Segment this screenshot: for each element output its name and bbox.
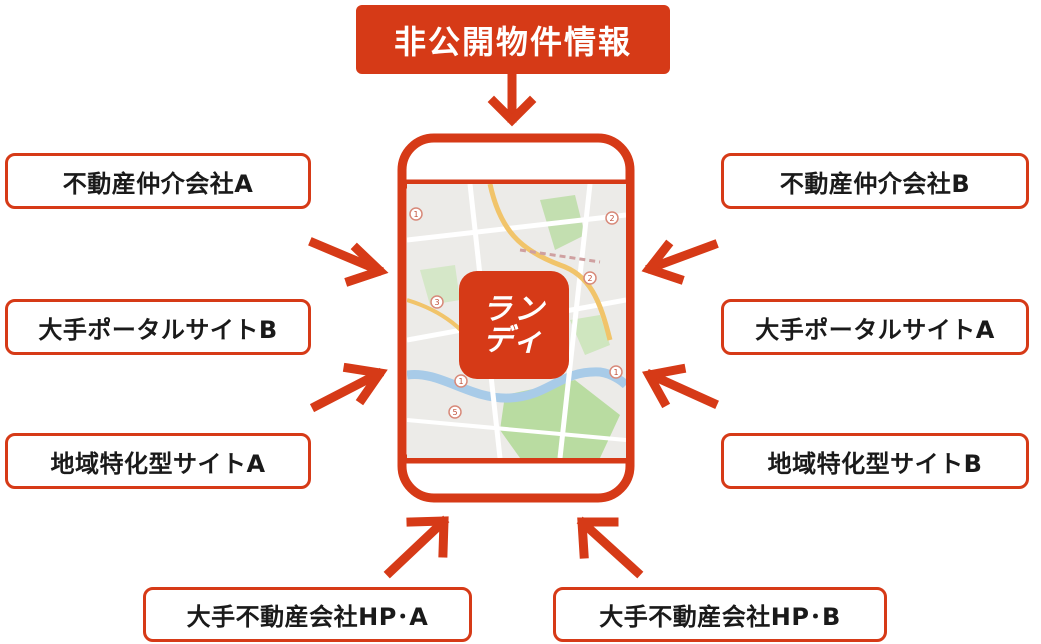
app-icon-text-line1: ラン [482, 291, 546, 327]
arrow-down-from-banner [487, 69, 537, 127]
source-label: 不動産仲介会社B [779, 169, 971, 198]
source-label: 地域特化型サイトA [50, 449, 266, 478]
arrow-bottom-left [383, 515, 450, 579]
app-icon-text-line2: ディ [483, 323, 545, 358]
source-box-right-1: 不動産仲介会社B [721, 153, 1029, 209]
private-listings-banner: 非公開物件情報 [356, 5, 670, 74]
map-marker: 1 [409, 207, 423, 221]
map-marker: 1 [609, 365, 623, 379]
randy-app-icon: ラン ディ [459, 271, 569, 379]
map-marker-label: 1 [458, 377, 463, 386]
map-marker-label: 1 [613, 368, 618, 377]
arrow-bottom-right [576, 516, 644, 579]
map-marker-label: 2 [587, 274, 592, 283]
source-box-left-1: 不動産仲介会社A [5, 153, 311, 209]
source-box-right-2: 大手ポータルサイトA [721, 299, 1029, 355]
source-box-bottom-1: 大手不動産会社HP･A [143, 587, 472, 642]
map-marker: 1 [454, 374, 468, 388]
arrow-left-1 [308, 237, 389, 287]
source-box-left-3: 地域特化型サイトA [5, 433, 311, 489]
arrow-right-1 [641, 239, 719, 285]
map-marker-label: 3 [434, 298, 439, 307]
arrow-right-2 [642, 363, 719, 409]
map-marker-label: 2 [609, 214, 614, 223]
source-box-left-2: 大手ポータルサイトB [5, 299, 311, 355]
source-label: 大手不動産会社HP･A [186, 603, 429, 631]
source-box-right-3: 地域特化型サイトB [721, 433, 1029, 489]
map-marker: 3 [430, 295, 444, 309]
arrow-left-2 [309, 362, 388, 413]
map-marker-label: 5 [452, 408, 457, 417]
source-label: 地域特化型サイトB [767, 449, 983, 478]
map-marker: 5 [448, 405, 462, 419]
source-label: 大手ポータルサイトA [755, 315, 995, 344]
map-marker-label: 1 [413, 210, 418, 219]
map-marker: 2 [583, 271, 597, 285]
source-label: 大手不動産会社HP･B [599, 603, 841, 631]
source-box-bottom-2: 大手不動産会社HP･B [553, 587, 887, 642]
map-markers: 1 2 3 2 1 5 1 [409, 207, 623, 419]
source-label: 不動産仲介会社A [62, 169, 254, 198]
source-label: 大手ポータルサイトB [38, 315, 278, 344]
map-marker: 2 [605, 211, 619, 225]
